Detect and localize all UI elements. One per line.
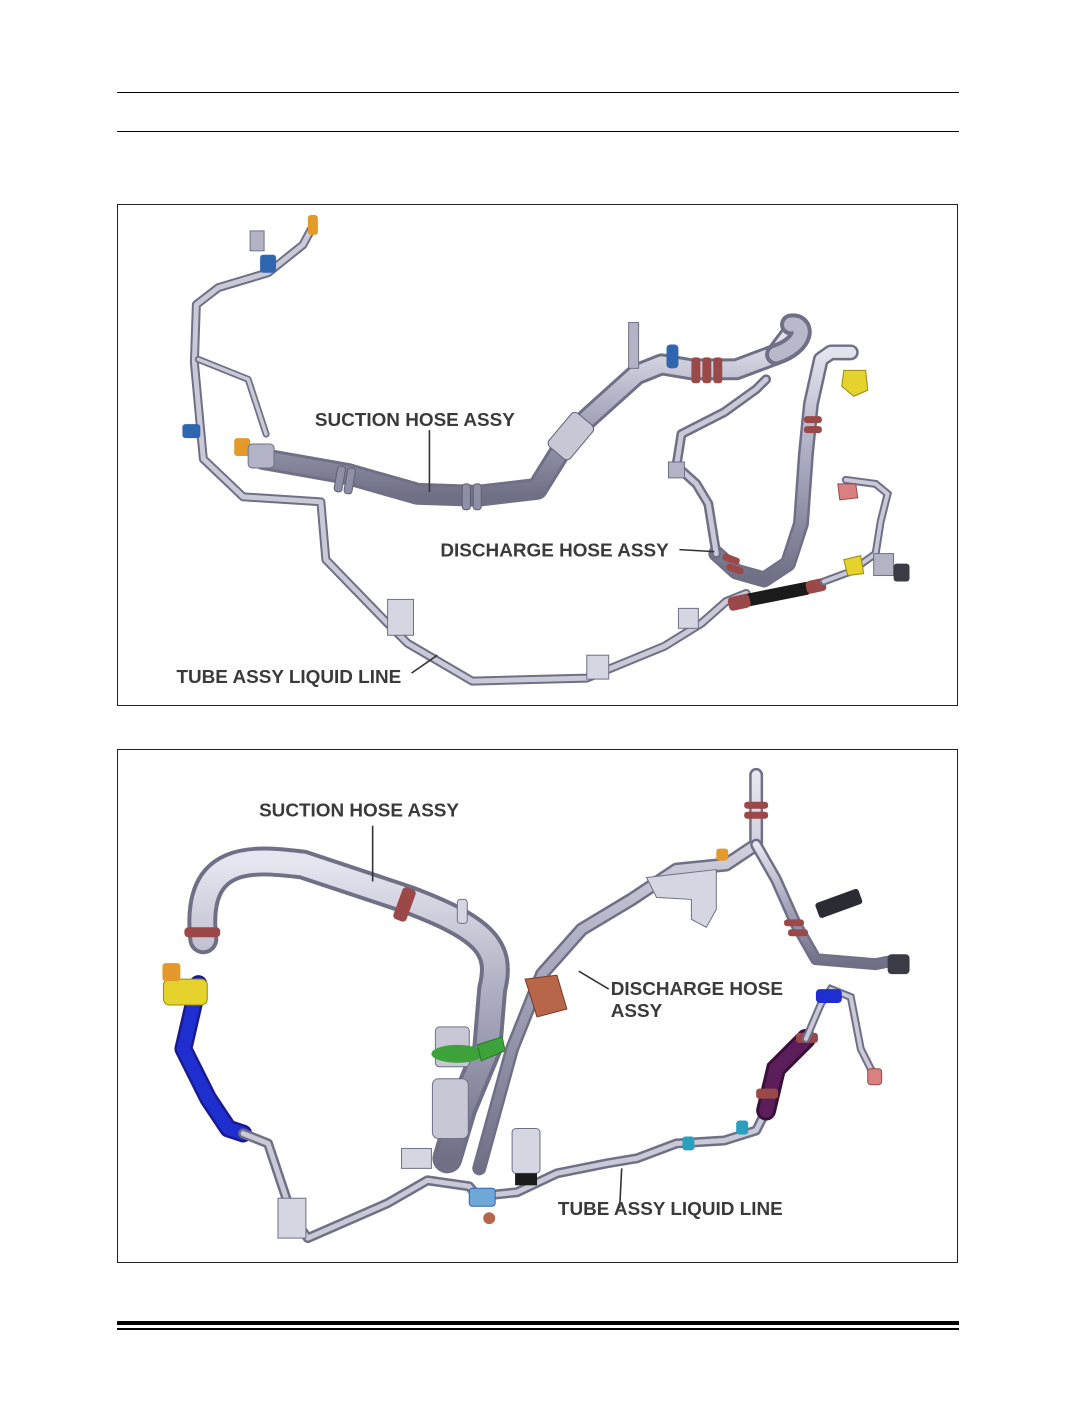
top-label-suction-hose: SUCTION HOSE ASSY — [315, 410, 515, 431]
pink-fitting — [837, 483, 859, 501]
bottom-fittings — [277, 848, 910, 1239]
top-label-liquid-line: TUBE ASSY LIQUID LINE — [176, 667, 401, 688]
bottom-discharge-rings — [744, 801, 808, 937]
top-label-discharge-hose: DISCHARGE HOSE ASSY — [440, 541, 669, 562]
header-rule-bottom — [117, 131, 959, 132]
figure-bottom-panel: SUCTION HOSE ASSY DISCHARGE HOSE ASSY TU… — [117, 749, 958, 1263]
top-leader-lines — [411, 430, 715, 674]
blue-fitting-center — [666, 344, 679, 369]
bottom-orange-fitting-top — [716, 848, 729, 861]
bottom-pink-fitting — [867, 1068, 883, 1086]
figure-top-diagram: SUCTION HOSE ASSY DISCHARGE HOSE ASSY TU… — [176, 214, 910, 688]
orange-fitting-top — [307, 214, 318, 235]
bottom-liquid-bracket — [277, 1197, 307, 1239]
blue-fitting-left — [182, 424, 201, 439]
bottom-blue-hose — [174, 975, 253, 1143]
bottom-teal-fitting-2 — [736, 1120, 749, 1135]
yellow-fitting-bottom — [843, 554, 865, 577]
footer-rule-thick — [117, 1321, 959, 1325]
header-rule-top — [117, 92, 959, 93]
liquid-line-bracket-2 — [586, 654, 610, 680]
liquid-line-bracket-1 — [387, 598, 414, 636]
suction-hose — [252, 313, 812, 507]
bottom-discharge-hose — [472, 767, 897, 1176]
bottom-yellow-fitting — [162, 978, 208, 1006]
bottom-connector-right — [887, 954, 910, 975]
liquid-line-tube — [189, 225, 751, 686]
figure-bottom-diagram: SUCTION HOSE ASSY DISCHARGE HOSE ASSY TU… — [162, 767, 910, 1244]
copper-bracket — [524, 974, 568, 1018]
bottom-purple-hose — [756, 984, 883, 1121]
bottom-label-liquid-line: TUBE ASSY LIQUID LINE — [558, 1199, 783, 1220]
suction-hose-rings — [333, 411, 595, 511]
top-fittings — [182, 214, 910, 680]
yellow-fitting-top — [841, 369, 869, 397]
figure-top-panel: SUCTION HOSE ASSY DISCHARGE HOSE ASSY TU… — [117, 204, 958, 706]
bottom-blue-clamp — [468, 1187, 496, 1207]
bottom-suction-rings — [184, 887, 506, 1139]
bottom-label-suction-hose: SUCTION HOSE ASSY — [259, 801, 459, 822]
green-clamp — [431, 1044, 484, 1063]
discharge-hose — [671, 344, 859, 588]
bottom-label-discharge-hose-line2: ASSY — [611, 1001, 663, 1022]
bottom-valve-fitting — [511, 1128, 541, 1174]
footer-rule-thin — [117, 1328, 959, 1330]
bottom-blue-fitting-right — [815, 989, 842, 1004]
liquid-line-bracket-3 — [677, 607, 699, 629]
discharge-hose-red-rings — [722, 416, 822, 575]
bottom-black-sensor — [815, 888, 863, 918]
bottom-label-discharge-hose-line1: DISCHARGE HOSE — [611, 979, 783, 1000]
suction-hose-red-rings — [691, 357, 723, 384]
blue-fitting-top — [260, 254, 277, 273]
orange-fitting-left — [234, 438, 251, 456]
bottom-leader-lines — [371, 825, 623, 1209]
bottom-bracket-top — [645, 868, 717, 928]
bottom-teal-fitting-1 — [682, 1136, 695, 1151]
connector-right — [893, 563, 910, 582]
bottom-orange-fitting-left — [162, 963, 181, 982]
